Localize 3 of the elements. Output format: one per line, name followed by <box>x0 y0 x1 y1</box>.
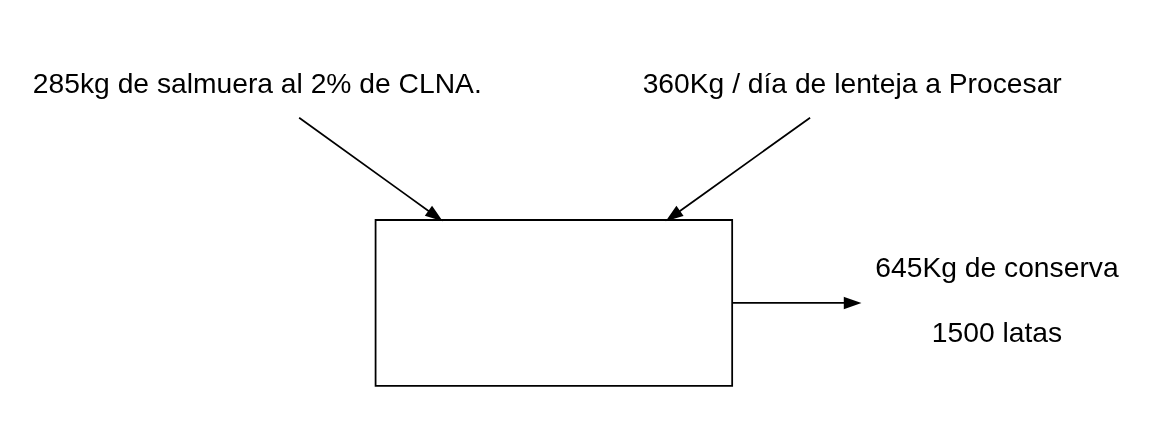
node-text: 360Kg / día de lenteja a Procesar <box>642 66 1062 99</box>
node-text: 645Kg de conserva 1500 latas <box>875 250 1119 348</box>
node-text: 285kg de salmuera al 2% de CLNA. <box>32 66 482 99</box>
